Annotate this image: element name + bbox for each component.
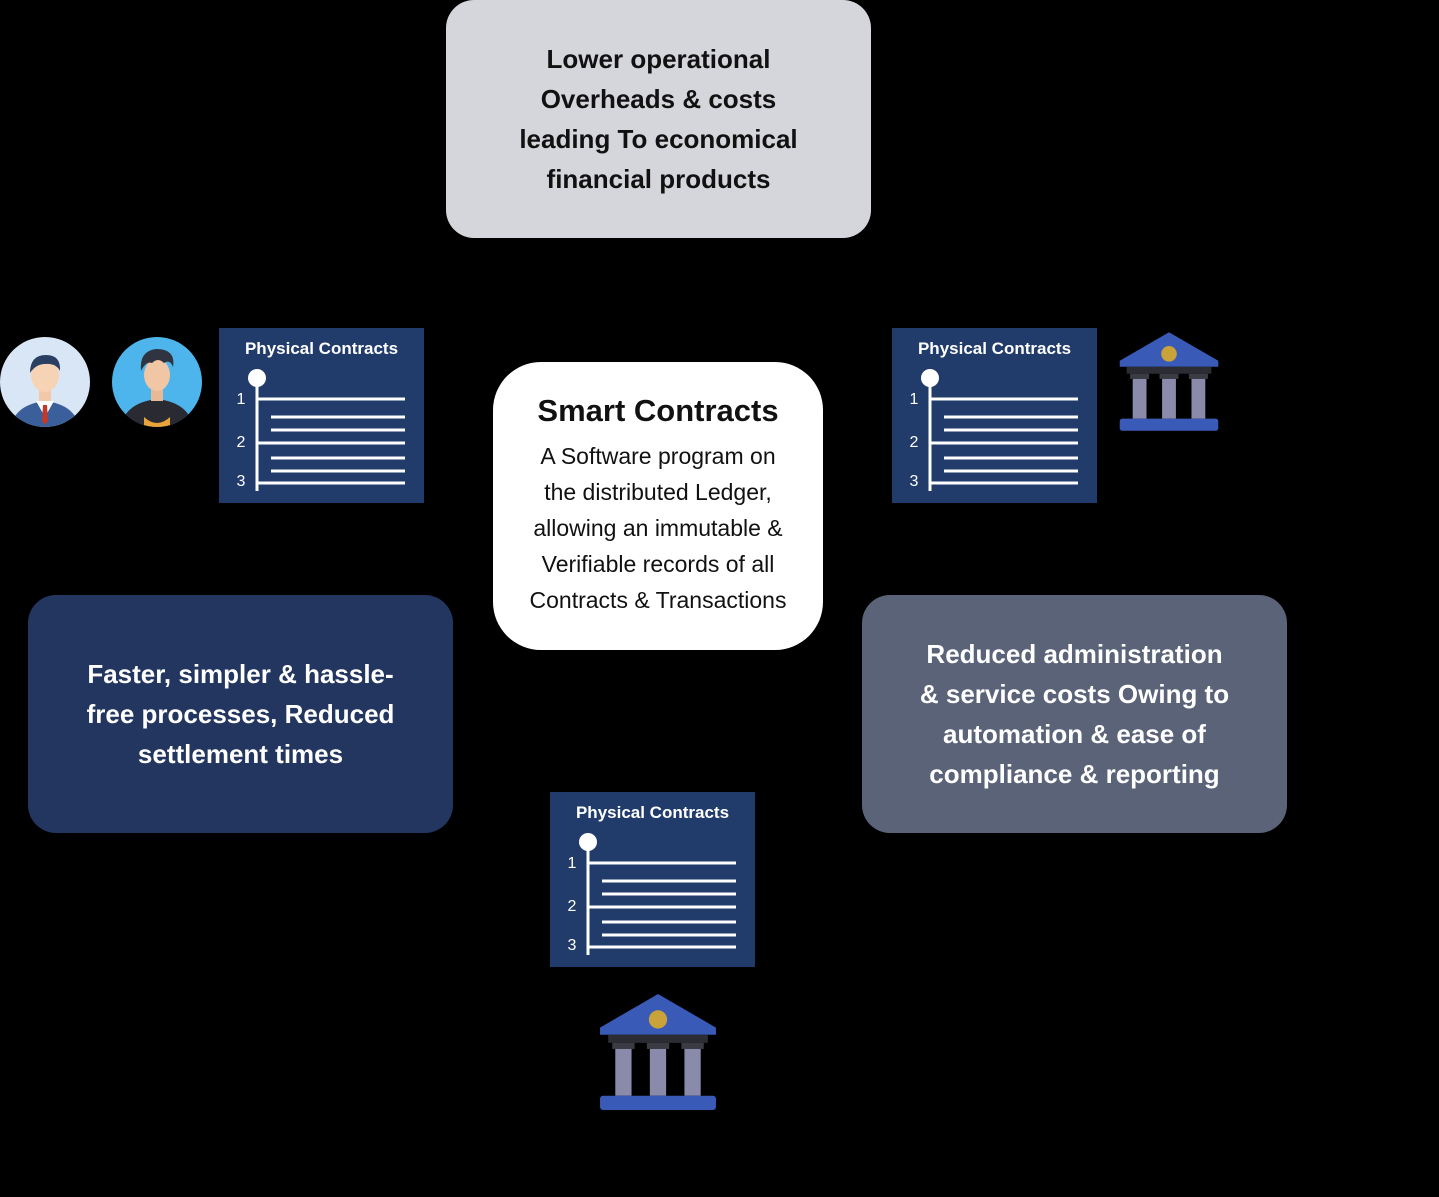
document-number: 3 bbox=[567, 937, 577, 954]
young-man-avatar-icon bbox=[112, 337, 202, 427]
document-number: 2 bbox=[236, 434, 246, 451]
document-title: Physical Contracts bbox=[575, 803, 730, 822]
document-title: Physical Contracts bbox=[244, 339, 399, 358]
document-lines-graphic bbox=[921, 369, 1078, 491]
document-number: 1 bbox=[236, 391, 246, 408]
benefit-reduced-admin-text: Reduced administration & service costs O… bbox=[919, 639, 1230, 789]
benefit-reduced-admin-box: Reduced administration & service costs O… bbox=[862, 595, 1287, 833]
smart-contracts-title: Smart Contracts bbox=[537, 393, 779, 428]
document-lines-graphic bbox=[248, 369, 405, 491]
smart-contracts-card: Smart Contracts A Software program on th… bbox=[493, 362, 823, 650]
document-number: 2 bbox=[909, 434, 919, 451]
bank-building-icon bbox=[1119, 332, 1219, 431]
smart-contracts-description: A Software program on the distributed Le… bbox=[529, 443, 787, 613]
benefit-lower-costs-text: Lower operational Overheads & costs lead… bbox=[519, 44, 798, 194]
benefit-faster-processes-text: Faster, simpler & hassle- free processes… bbox=[86, 659, 395, 769]
document-number: 1 bbox=[909, 391, 919, 408]
document-number: 1 bbox=[567, 855, 577, 872]
document-lines-graphic bbox=[579, 833, 736, 955]
physical-contracts-document-1: Physical Contracts 1 2 3 bbox=[219, 328, 424, 503]
physical-contracts-document-3: Physical Contracts 1 2 3 bbox=[550, 792, 755, 967]
businessman-avatar-icon bbox=[0, 337, 90, 427]
document-title: Physical Contracts bbox=[917, 339, 1072, 358]
benefit-faster-processes-box: Faster, simpler & hassle- free processes… bbox=[28, 595, 453, 833]
physical-contracts-document-2: Physical Contracts 1 2 3 bbox=[892, 328, 1097, 503]
bank-building-icon bbox=[600, 994, 716, 1110]
document-number: 3 bbox=[909, 473, 919, 490]
document-number: 2 bbox=[567, 898, 577, 915]
benefit-lower-costs-box: Lower operational Overheads & costs lead… bbox=[446, 0, 871, 238]
document-number: 3 bbox=[236, 473, 246, 490]
